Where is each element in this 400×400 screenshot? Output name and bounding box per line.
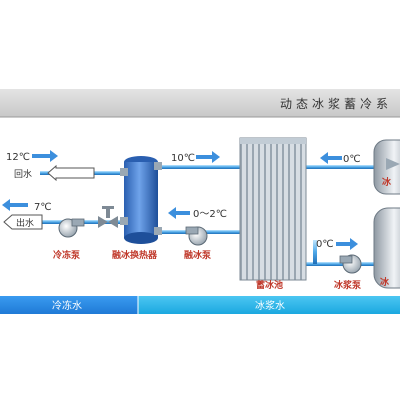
supply-water-label: 出水 [16,217,34,229]
inlet-flow-arrow [32,150,58,162]
heat-exchanger-label: 融冰换热器 [112,249,158,261]
pump-arrow [336,238,358,250]
chiller-pump-label: 冷冻泵 [53,249,81,261]
return-water-inlet: 回水 [14,164,95,182]
outlet-temp: 7℃ [34,202,52,213]
header-bar [0,89,400,117]
melt-pump-label: 融冰泵 [184,249,212,261]
footer-left-band [0,296,138,314]
footer-left-label: 冷冻水 [52,299,82,312]
to-tank-arrow [196,151,220,163]
ice-slurry-vessel-label: 冰 [380,276,390,288]
return-water-label: 回水 [14,168,32,180]
ice-storage-tank-label: 蓄冰池 [256,279,283,291]
header-title: 动态冰浆蓄冷系 [280,96,392,111]
ice-slurry-generator-label: 冰 [382,176,392,188]
right-top-temp: 0℃ [343,154,361,165]
melt-pump [185,226,208,246]
from-tank-temp: 0～2℃ [193,209,227,220]
supply-water-outlet: 出水 [3,214,43,230]
right-top-arrow [320,152,342,164]
inlet-temp: 12℃ [6,152,30,163]
outlet-flow-arrow [2,199,28,211]
from-tank-arrow [168,207,190,219]
valve-icon [98,206,118,228]
to-tank-temp: 10℃ [171,153,195,164]
ice-storage-tank [239,137,307,281]
footer-right-band [138,296,400,314]
ice-slurry-generator [373,139,400,195]
slurry-pump [339,254,362,274]
chiller-pump [58,218,85,238]
ice-slurry-vessel [373,207,400,289]
pump-temp: 0℃ [316,239,334,250]
slurry-pump-label: 冰浆泵 [334,279,362,291]
footer-right-label: 冰浆水 [255,299,285,312]
heat-exchanger [120,156,162,244]
